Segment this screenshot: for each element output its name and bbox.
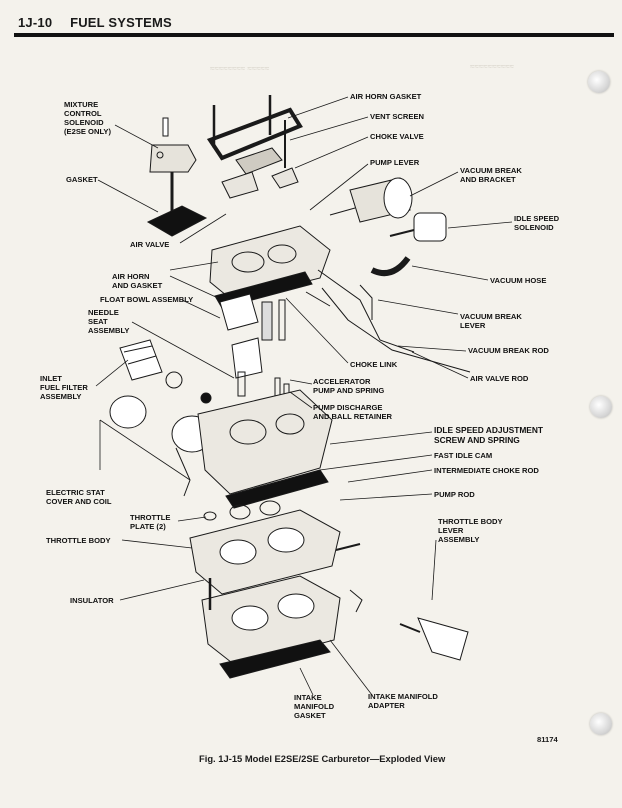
label-vacuum-break-rod: VACUUM BREAK ROD xyxy=(468,346,549,355)
label-vacuum-hose: VACUUM HOSE xyxy=(490,276,547,285)
label-idle-speed-solenoid: IDLE SPEED SOLENOID xyxy=(514,214,560,232)
label-inlet-fuel-filter-assembly: INLET FUEL FILTER ASSEMBLY xyxy=(40,374,88,401)
idle-speed-solenoid-part xyxy=(389,212,447,242)
float-bowl-body xyxy=(197,389,333,509)
label-electric-stat-cover-and-coil: ELECTRIC STAT COVER AND COIL xyxy=(46,488,112,506)
mixture-control-solenoid-part xyxy=(149,117,197,212)
label-air-horn-gasket: AIR HORN GASKET xyxy=(350,92,422,101)
punch-hole xyxy=(590,713,612,735)
air-horn-gasket-part xyxy=(206,95,303,168)
header-rule xyxy=(14,33,614,37)
label-pump-discharge-and-ball-retainer: PUMP DISCHARGE AND BALL RETAINER xyxy=(313,403,393,421)
leader-lines xyxy=(95,96,513,696)
bleed-through: ≈≈≈≈≈≈≈≈ ≈≈≈≈≈ xyxy=(210,64,270,73)
label-float-bowl-assembly: FLOAT BOWL ASSEMBLY xyxy=(100,295,194,304)
figure-caption: Fig. 1J-15 Model E2SE/2SE Carburetor—Exp… xyxy=(199,753,446,764)
punch-hole xyxy=(588,71,610,93)
label-gasket: GASKET xyxy=(66,175,98,184)
label-vacuum-break-lever: VACUUM BREAK LEVER xyxy=(460,312,522,330)
punch-hole xyxy=(590,396,612,418)
label-idle-speed-adjustment-screw: IDLE SPEED ADJUSTMENT SCREW AND SPRING xyxy=(434,425,544,445)
section-title: FUEL SYSTEMS xyxy=(70,15,172,30)
vacuum-break-part xyxy=(329,177,413,223)
fuel-filter-part xyxy=(119,339,212,404)
throttle-body-part xyxy=(189,509,361,595)
label-throttle-body-lever-assembly: THROTTLE BODY LEVER ASSEMBLY xyxy=(438,517,503,544)
float-bowl-part xyxy=(219,293,290,403)
throttle-lever-part xyxy=(349,589,469,661)
label-vacuum-break-and-bracket: VACUUM BREAK AND BRACKET xyxy=(460,166,522,184)
insulator-part xyxy=(201,575,341,679)
label-intake-manifold-adapter: INTAKE MANIFOLD ADAPTER xyxy=(368,692,438,710)
bleed-through: ≈≈≈≈≈≈≈≈≈≈ xyxy=(470,62,514,71)
label-vent-screen: VENT SCREEN xyxy=(370,112,425,121)
label-air-horn-and-gasket: AIR HORN AND GASKET xyxy=(112,272,163,290)
label-choke-valve: CHOKE VALVE xyxy=(370,132,424,141)
vacuum-hose-part xyxy=(370,256,411,276)
label-fast-idle-cam: FAST IDLE CAM xyxy=(434,451,493,460)
label-throttle-plate: THROTTLE PLATE (2) xyxy=(130,513,171,531)
page-header: 1J-10 FUEL SYSTEMS xyxy=(18,15,172,30)
label-mixture-control-solenoid: MIXTURE CONTROL SOLENOID (E2SE ONLY) xyxy=(64,100,111,136)
page-number: 1J-10 xyxy=(18,15,53,30)
label-intake-manifold-gasket: INTAKE MANIFOLD GASKET xyxy=(294,693,335,720)
label-insulator: INSULATOR xyxy=(70,596,114,605)
label-intermediate-choke-rod: INTERMEDIATE CHOKE ROD xyxy=(434,466,539,475)
solenoid-gasket-part xyxy=(146,205,208,237)
label-air-valve: AIR VALVE xyxy=(130,240,170,249)
label-throttle-body: THROTTLE BODY xyxy=(46,536,111,545)
label-pump-rod: PUMP ROD xyxy=(434,490,475,499)
figure-number: 81174 xyxy=(537,735,558,744)
label-pump-lever: PUMP LEVER xyxy=(370,158,420,167)
label-accelerator-pump-and-spring: ACCELERATOR PUMP AND SPRING xyxy=(313,377,385,395)
linkage-rods xyxy=(305,269,471,373)
stat-cover-part xyxy=(109,395,213,497)
label-choke-link: CHOKE LINK xyxy=(350,360,398,369)
label-needle-seat-assembly: NEEDLE SEAT ASSEMBLY xyxy=(88,308,130,335)
label-air-valve-rod: AIR VALVE ROD xyxy=(470,374,529,383)
